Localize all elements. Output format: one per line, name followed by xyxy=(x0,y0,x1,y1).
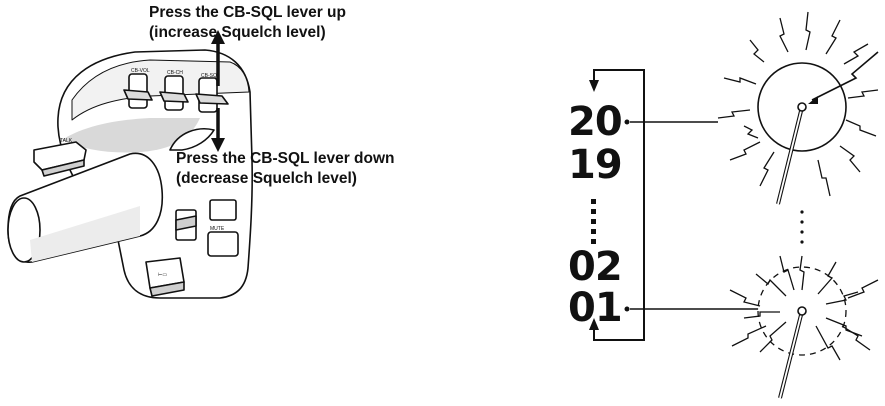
cb-sql-lever[interactable] xyxy=(195,93,229,105)
cb-ch-label: CB-CH xyxy=(167,70,183,76)
cycle-arrow-down-icon xyxy=(589,80,599,92)
cb-vol-label: CB-VOL xyxy=(131,68,150,74)
lever-up-caption-line1: Press the CB-SQL lever up xyxy=(149,4,346,21)
noise-burst-outer xyxy=(717,11,879,197)
level-cycle-bracket xyxy=(589,69,645,341)
lever-down-caption-line1: Press the CB-SQL lever down xyxy=(176,150,395,167)
dial-connector xyxy=(800,210,804,244)
lever-down-caption-line2: (decrease Squelch level) xyxy=(176,170,357,187)
squelch-dial-high xyxy=(717,11,879,205)
cb-sql-label: CB-SQL xyxy=(201,73,220,79)
talk-label: TALK xyxy=(60,138,73,144)
noise-burst-inner xyxy=(729,255,879,361)
cycle-arrow-up-icon xyxy=(589,318,599,330)
svg-text:⊢▭: ⊢▭ xyxy=(158,271,167,278)
mute-label: MUTE xyxy=(210,226,225,232)
level-19-label: 19 xyxy=(568,142,623,188)
side-switch[interactable] xyxy=(209,199,237,221)
mute-button[interactable] xyxy=(207,231,239,257)
level-20-label: 20 xyxy=(568,99,623,145)
lever-up-caption: Press the CB-SQL lever up (increase Sque… xyxy=(149,3,346,43)
cb-vol-lever[interactable] xyxy=(123,89,153,101)
level-02-label: 02 xyxy=(568,244,623,290)
arrow-up-icon xyxy=(211,30,225,44)
level-ellipsis xyxy=(591,199,596,244)
cb-ch-lever[interactable] xyxy=(159,91,189,103)
arrow-down-icon xyxy=(211,138,225,152)
handlebar-switch-illustration: ⊢▭ xyxy=(7,49,253,299)
lever-down-caption: Press the CB-SQL lever down (decrease Sq… xyxy=(176,149,395,189)
squelch-dial-low xyxy=(729,255,879,399)
lever-up-caption-line2: (increase Squelch level) xyxy=(149,24,326,41)
switch-labels: CB-VOL CB-CH CB-SQL TALK MUTE xyxy=(60,68,225,232)
level-01-label: 01 xyxy=(568,285,623,331)
lever-direction-arrows xyxy=(211,30,225,152)
